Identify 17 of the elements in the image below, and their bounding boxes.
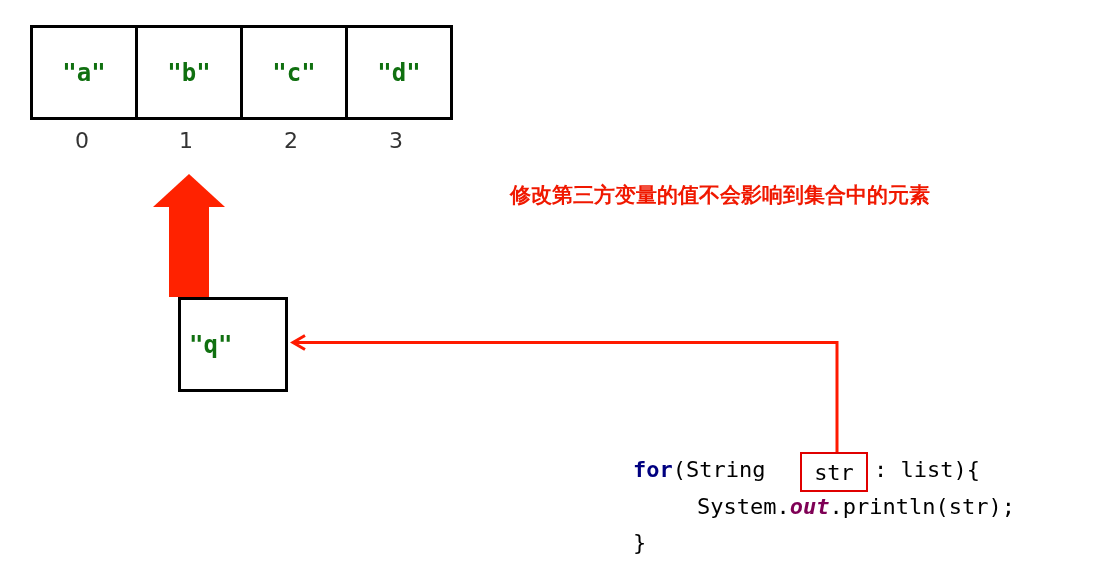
- index-number: 3: [388, 128, 404, 153]
- note-text: 修改第三方变量的值不会影响到集合中的元素: [510, 182, 930, 209]
- code-line: : list){: [874, 457, 980, 482]
- arrow: [291, 334, 839, 452]
- array-cell: "b": [135, 25, 243, 120]
- code-line: System.out.println(str);: [697, 494, 1015, 519]
- index-number: 0: [74, 128, 90, 153]
- array-cell: "q": [178, 297, 288, 392]
- highlight-box: str: [800, 452, 868, 492]
- array-cell: "c": [240, 25, 348, 120]
- block-arrow: [153, 174, 225, 297]
- code-line: for(String: [633, 457, 766, 482]
- array-cell: "a": [30, 25, 138, 120]
- index-number: 1: [178, 128, 194, 153]
- array-cell: "d": [345, 25, 453, 120]
- code-line: }: [633, 530, 647, 555]
- index-number: 2: [283, 128, 299, 153]
